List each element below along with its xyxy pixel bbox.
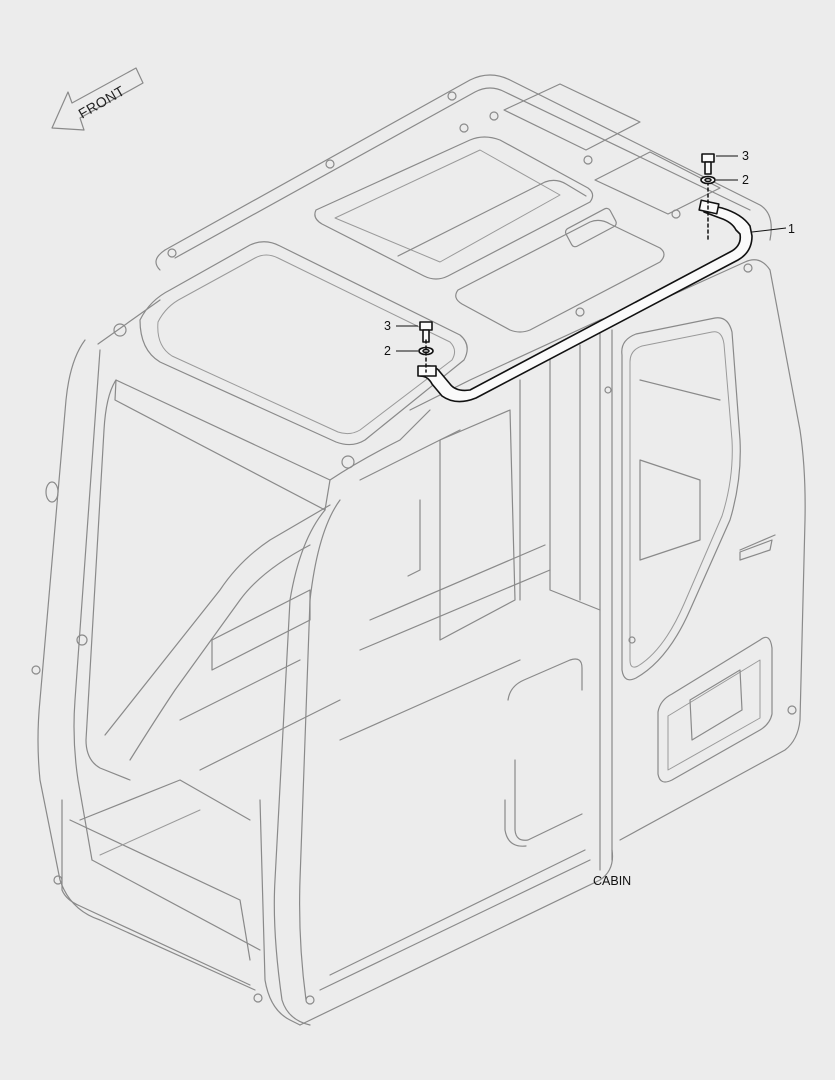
callout-leaders — [396, 155, 787, 352]
front-label: FRONT — [76, 82, 128, 121]
callout-2-upper: 2 — [742, 173, 749, 187]
callout-1: 1 — [788, 222, 795, 236]
washer-part-2-upper — [700, 175, 716, 185]
bolt-part-3-upper — [701, 153, 715, 175]
callout-3-lower: 3 — [384, 319, 391, 333]
cabin-rear-frame — [409, 259, 806, 871]
grab-handle-part-1 — [417, 181, 753, 403]
front-arrow: FRONT — [51, 67, 144, 131]
cabin-roof — [97, 74, 772, 446]
detail-holes — [31, 91, 797, 1005]
callout-3-upper: 3 — [742, 149, 749, 163]
bolt-part-3-lower — [419, 321, 433, 343]
diagram-caption: CABIN — [593, 874, 631, 888]
callout-2-lower: 2 — [384, 344, 391, 358]
cabin-front-frame — [37, 339, 614, 1026]
